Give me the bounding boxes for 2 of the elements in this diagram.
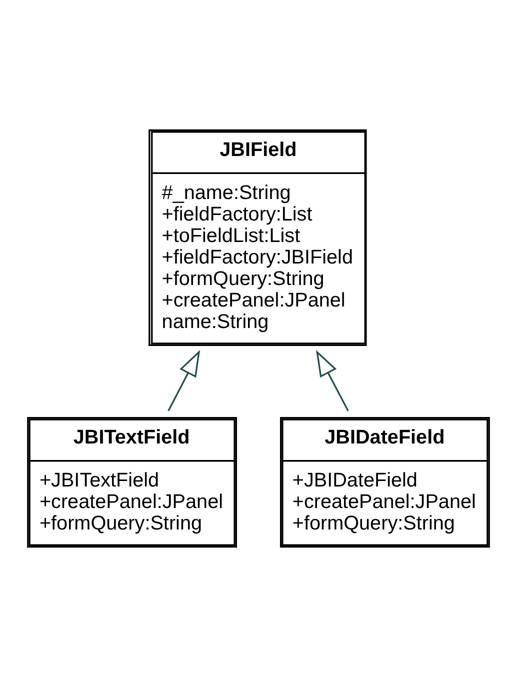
arrow: [316, 349, 349, 411]
arrow: [168, 349, 200, 411]
